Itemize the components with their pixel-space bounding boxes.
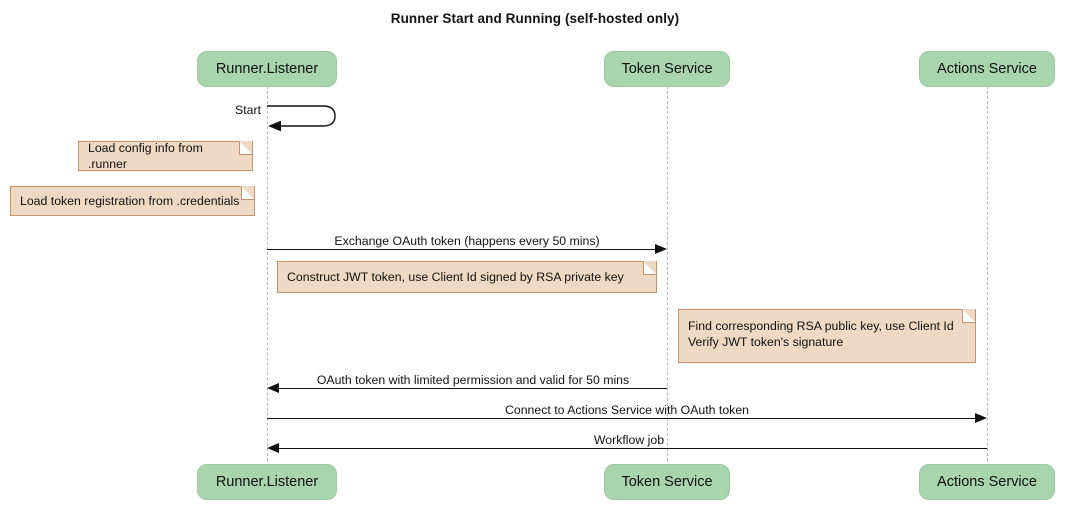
message-line-exchange-oauth — [267, 249, 655, 250]
message-label-oauth-return: OAuth token with limited permission and … — [316, 373, 630, 387]
participant-label: Token Service — [621, 61, 713, 77]
lifeline-runner — [267, 86, 268, 461]
participant-runner-bottom[interactable]: Runner.Listener — [197, 464, 337, 500]
lifeline-token — [667, 86, 668, 461]
participant-actions-top[interactable]: Actions Service — [919, 51, 1055, 87]
message-line-oauth-return — [279, 388, 667, 389]
arrow-head-exchange-oauth — [655, 244, 667, 254]
note-text: Construct JWT token, use Client Id signe… — [287, 270, 624, 284]
note-text: Load config info from .runner — [88, 141, 203, 171]
message-label-workflow-job: Workflow job — [593, 433, 665, 447]
note-fold-corner-icon — [239, 141, 252, 155]
message-label-exchange-oauth: Exchange OAuth token (happens every 50 m… — [334, 234, 600, 248]
participant-runner-top[interactable]: Runner.Listener — [197, 51, 337, 87]
note-text: Load token registration from .credential… — [20, 194, 240, 208]
participant-token-bottom[interactable]: Token Service — [604, 464, 730, 500]
participant-label: Actions Service — [937, 474, 1037, 490]
message-start-self-arrow — [267, 104, 347, 136]
lifeline-actions — [987, 86, 988, 461]
participant-label: Runner.Listener — [215, 474, 319, 490]
participant-actions-bottom[interactable]: Actions Service — [919, 464, 1055, 500]
participant-label: Token Service — [621, 474, 713, 490]
message-line-workflow-job — [279, 448, 987, 449]
note-load-token-registration: Load token registration from .credential… — [10, 186, 255, 216]
participant-label: Actions Service — [937, 61, 1037, 77]
page-title: Runner Start and Running (self-hosted on… — [390, 11, 680, 26]
arrow-head-oauth-return — [267, 383, 279, 393]
arrow-head-connect-actions — [975, 413, 987, 423]
note-construct-jwt: Construct JWT token, use Client Id signe… — [277, 261, 657, 293]
note-text: Find corresponding RSA public key, use C… — [688, 319, 954, 349]
participant-label: Runner.Listener — [215, 61, 319, 77]
note-fold-corner-icon — [241, 186, 254, 200]
arrow-head-workflow-job — [267, 443, 279, 453]
participant-token-top[interactable]: Token Service — [604, 51, 730, 87]
note-fold-corner-icon — [962, 309, 975, 323]
note-fold-corner-icon — [643, 261, 656, 275]
note-load-config: Load config info from .runner — [78, 141, 253, 171]
message-line-connect-actions — [267, 418, 975, 419]
message-label-start: Start — [235, 103, 261, 117]
message-label-connect-actions: Connect to Actions Service with OAuth to… — [504, 403, 750, 417]
note-verify-jwt-signature: Find corresponding RSA public key, use C… — [678, 309, 976, 363]
